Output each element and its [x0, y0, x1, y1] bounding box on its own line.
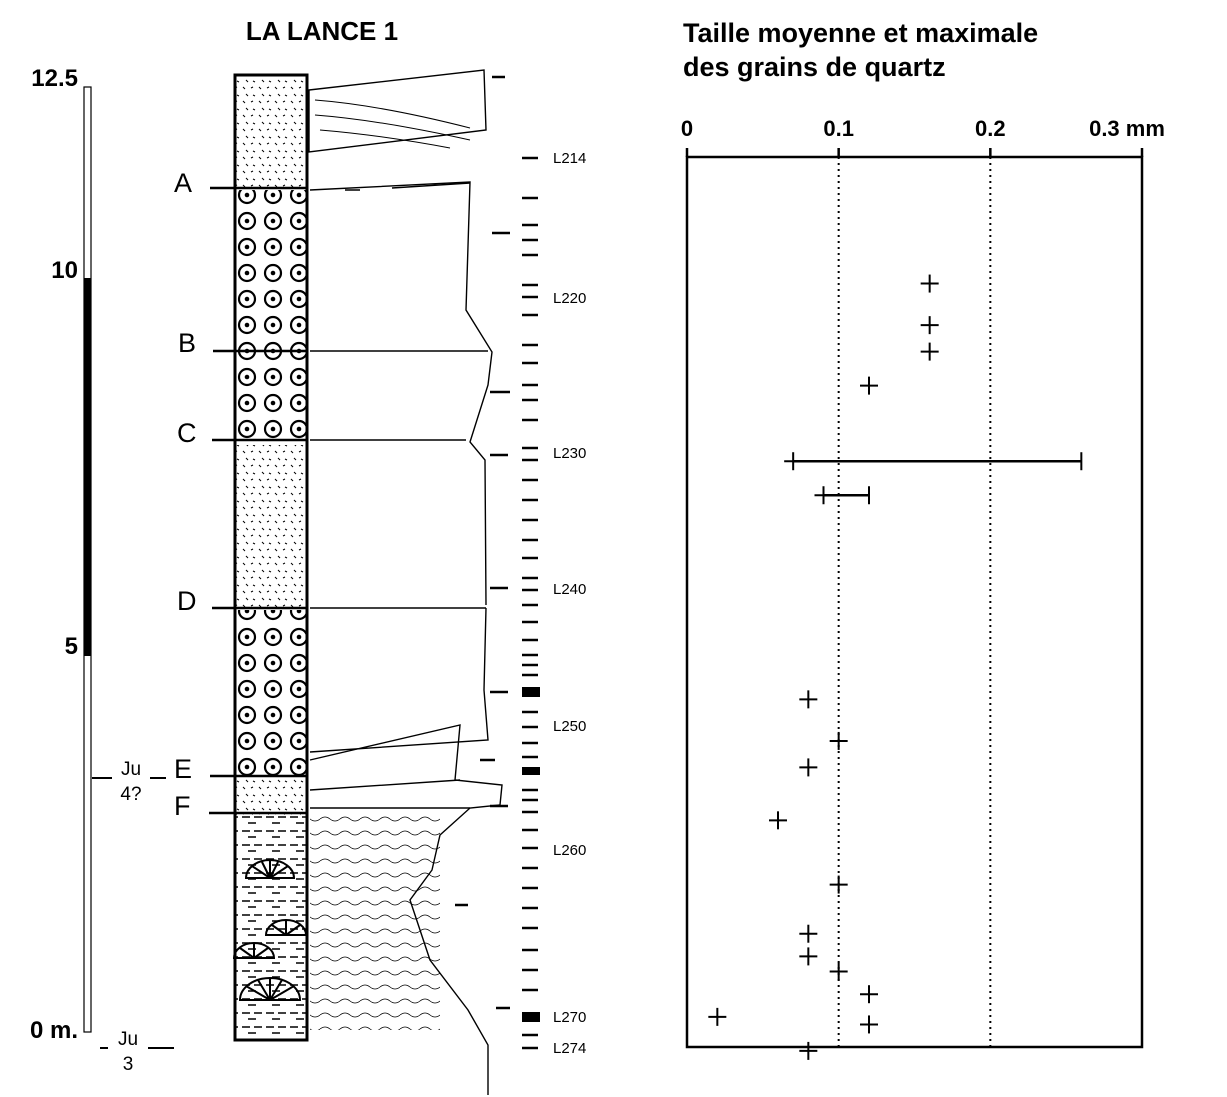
sample-label-l214: L214 — [553, 150, 586, 167]
data-point — [920, 316, 939, 335]
scale-label-0: 0 m. — [30, 1017, 78, 1044]
boundary-label-f: F — [174, 791, 191, 821]
data-point — [769, 811, 787, 830]
boundary-label-e: E — [174, 754, 192, 784]
data-point — [829, 875, 848, 894]
grain-size-chart: 0 0.1 0.2 0.3 mm — [681, 116, 1165, 1060]
formation-label-ju4: Ju 4? — [92, 759, 166, 805]
sandy-limestone-lower — [235, 775, 307, 815]
sample-label-l250: L250 — [553, 718, 586, 735]
boundary-label-a: A — [174, 168, 192, 198]
scale-label-12-5: 12.5 — [31, 65, 78, 92]
plot-frame — [685, 155, 1144, 1049]
lithology-column — [232, 73, 309, 1042]
data-point — [708, 1007, 727, 1026]
data-point — [920, 342, 939, 361]
sample-label-l240: L240 — [553, 581, 586, 598]
oolitic-limestone-lower — [235, 610, 307, 775]
data-point — [799, 690, 818, 709]
x-tick-label: 0.2 — [975, 116, 1006, 141]
data-point — [799, 947, 818, 966]
boundary-label-c: C — [177, 418, 197, 448]
x-tick-label: 0 — [681, 116, 693, 141]
sample-label-l274: L274 — [553, 1040, 586, 1057]
formation-label-ju3: Ju 3 — [100, 1029, 174, 1075]
sample-label-l270: L270 — [553, 1009, 586, 1026]
sample-label-l220: L220 — [553, 290, 586, 307]
sample-labels: L214 L220 L230 L240 L250 L260 L270 L274 — [553, 150, 586, 1057]
column-outline — [233, 73, 309, 1042]
formation-ju4-top: Ju — [121, 759, 141, 780]
grid-lines — [837, 157, 992, 1047]
data-point — [920, 274, 939, 293]
x-axis: 0 0.1 0.2 0.3 mm — [681, 116, 1165, 157]
data-point — [860, 376, 878, 395]
boundary-label-d: D — [177, 586, 197, 616]
outcrop-profile — [308, 69, 503, 1095]
boundary-f: F — [174, 791, 307, 821]
boundary-e: E — [174, 754, 307, 784]
boundary-label-b: B — [178, 328, 196, 358]
meter-scale: 12.5 10 5 0 m. — [30, 65, 92, 1044]
scale-bar-black — [84, 278, 91, 656]
formation-ju3-bottom: 3 — [123, 1054, 134, 1075]
boundary-b: B — [178, 328, 307, 358]
sample-label-l260: L260 — [553, 842, 586, 859]
scale-label-5: 5 — [65, 633, 78, 660]
formation-ju3-top: Ju — [118, 1029, 138, 1050]
fossil-shell-symbols — [232, 859, 308, 1001]
x-tick-label: 0.3 mm — [1089, 116, 1165, 141]
oolitic-limestone-upper — [235, 190, 307, 445]
sandy-limestone-upper — [235, 75, 307, 190]
data-point — [799, 758, 818, 777]
data-point — [829, 962, 848, 981]
data-point — [829, 731, 848, 750]
data-point — [814, 486, 870, 505]
sample-ticks — [455, 75, 540, 1050]
boundary-d: D — [177, 586, 307, 616]
data-point — [860, 985, 878, 1004]
sandy-limestone-middle — [235, 445, 307, 610]
data-point — [799, 924, 818, 943]
data-point — [860, 1015, 878, 1034]
scale-label-10: 10 — [51, 257, 78, 284]
x-tick-label: 0.1 — [823, 116, 854, 141]
column-title: LA LANCE 1 — [246, 16, 398, 46]
data-point — [784, 452, 1083, 471]
boundary-c: C — [177, 418, 307, 448]
boundary-a: A — [174, 168, 307, 198]
chart-title-line-2: des grains de quartz — [683, 52, 946, 82]
sample-label-l230: L230 — [553, 445, 586, 462]
data-points — [708, 274, 1083, 1060]
boundary-labels: A B C D E F — [174, 168, 307, 821]
chart-title-line-1: Taille moyenne et maximale — [683, 18, 1038, 48]
formation-ju4-bottom: 4? — [120, 784, 141, 805]
data-point — [799, 1041, 818, 1060]
